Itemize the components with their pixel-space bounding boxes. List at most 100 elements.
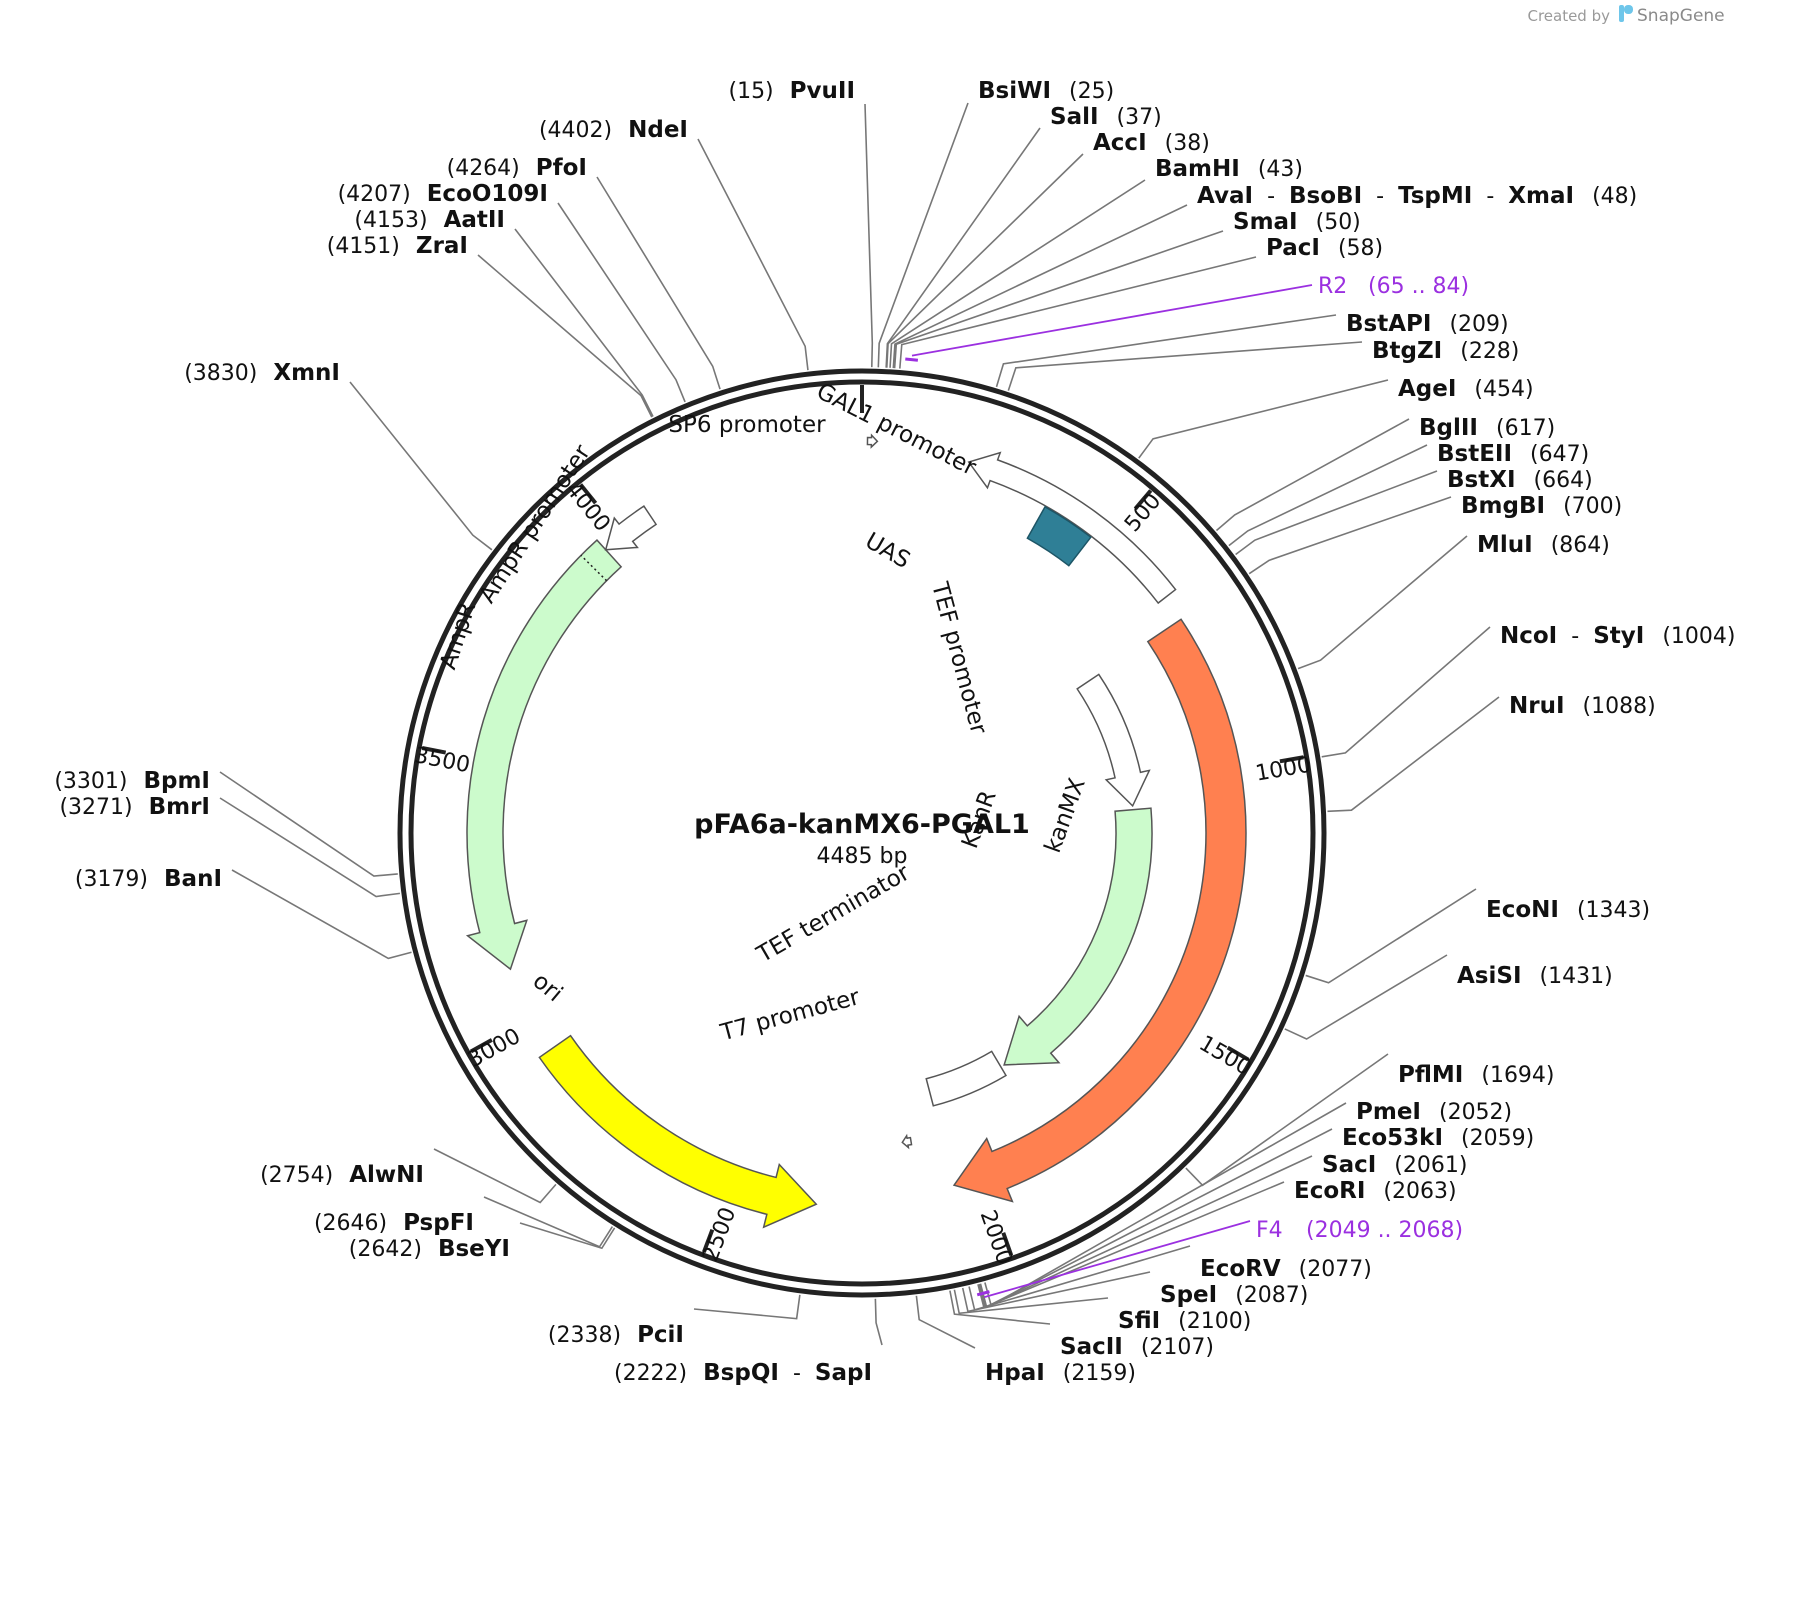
feature-uas: [1026, 505, 1092, 567]
feature-ampr: [465, 539, 623, 971]
site-leader-xmni: [349, 381, 493, 551]
site-position: (2338): [548, 1323, 621, 1348]
site-name-styi: StyI: [1593, 623, 1644, 649]
site-avai-bsobi-tspmi-xmai: AvaI-BsoBI-TspMI-XmaI(48): [1197, 183, 1637, 209]
site-leader-ndei: [697, 138, 809, 371]
site-leader-bani: [231, 869, 412, 960]
site-leader-avai-bsobi-tspmi-xmai: [892, 204, 1188, 369]
site-ecorv: EcoRV(2077): [1200, 1256, 1372, 1282]
site-spei: SpeI(2087): [1160, 1282, 1308, 1308]
site-name-bmri: BmrI: [149, 794, 210, 820]
site-leader-ncoi-styi: [1321, 626, 1491, 758]
site-name-hpai: HpaI: [985, 1360, 1045, 1386]
site-leader-pcii: [693, 1294, 801, 1320]
site-pvuii: (15) PvuII: [728, 78, 855, 104]
site-asisi: AsiSI(1431): [1457, 963, 1613, 989]
site-name-paci: PacI: [1266, 235, 1320, 261]
site-name-ncoi: NcoI: [1500, 623, 1557, 649]
site-name-saci: SacI: [1322, 1152, 1376, 1178]
site-leader-bglii: [1215, 418, 1410, 532]
site-position: (4151): [327, 234, 400, 259]
site-position: (4402): [539, 118, 612, 143]
site-name-bsteii: BstEII: [1437, 441, 1512, 467]
site-leader-bamhi: [889, 179, 1146, 368]
site-bmri: (3271)BmrI: [59, 794, 210, 820]
primer-range-f4: (2049 .. 2068): [1306, 1218, 1463, 1243]
site-leader-bmgbi: [1248, 496, 1452, 575]
site-name-sapi: SapI: [815, 1360, 872, 1386]
site-nrui: NruI(1088): [1509, 693, 1656, 719]
feature-tef-terminator: [925, 1050, 1008, 1107]
site-leader-nrui: [1327, 696, 1500, 813]
site-ecori: EcoRI(2063): [1294, 1178, 1457, 1204]
site-econi: EcoNI (1343): [1486, 897, 1650, 923]
site-position: (2646): [314, 1211, 387, 1236]
site-position: (2059): [1461, 1126, 1534, 1151]
site-pmei: PmeI(2052): [1356, 1099, 1512, 1125]
snapgene-credit: Created by SnapGene: [1527, 5, 1725, 26]
site-leader-zrai: [477, 254, 653, 418]
tick-label: 1500: [1195, 1031, 1256, 1081]
site-pflmi: PflMI (1694): [1398, 1062, 1555, 1088]
site-name-bstapi: BstAPI: [1346, 311, 1431, 337]
primer-arc-r2: [905, 357, 919, 362]
feature-label-sp6-promoter: SP6 promoter: [668, 412, 826, 438]
site-position: (1343): [1577, 898, 1650, 923]
site-position: (1088): [1583, 694, 1656, 719]
plasmid-backbone: [397, 368, 1327, 1298]
site-name-spei: SpeI: [1160, 1282, 1217, 1308]
site-position: (15): [728, 79, 773, 104]
site-leader-lines: [219, 102, 1500, 1349]
site-leader-bsiwi: [877, 102, 969, 368]
site-paci: PacI(58): [1266, 235, 1383, 261]
site-name-aatii: AatII: [444, 207, 505, 233]
primer-arc-f4: [976, 1290, 990, 1297]
site-position: (3830): [184, 361, 257, 386]
site-position: (2159): [1063, 1361, 1136, 1386]
site-name-tspmi: TspMI: [1398, 183, 1472, 209]
feature-label-uas: UAS: [861, 528, 915, 574]
credit-prefix: Created by: [1527, 7, 1610, 25]
backbone-outer-strand: [397, 368, 1327, 1298]
site-acci: AccI(38): [1093, 130, 1210, 156]
site-position: (2063): [1383, 1179, 1456, 1204]
site-leader-asisi: [1284, 954, 1448, 1040]
feature-tef-promoter: [1076, 673, 1151, 808]
site-eco53ki: Eco53kI(2059): [1342, 1125, 1534, 1151]
site-name-pmei: PmeI: [1356, 1099, 1421, 1125]
site-bstxi: BstXI(664): [1447, 467, 1593, 493]
site-name-pvuii: PvuII: [790, 78, 855, 104]
site-ecoo109i: (4207)EcoO109I: [338, 181, 548, 207]
feature-label-tef-promoter: TEF promoter: [926, 579, 992, 738]
site-agei: AgeI(454): [1398, 376, 1534, 402]
site-ndei: (4402)NdeI: [539, 117, 688, 143]
site-name-econi: EcoNI: [1486, 897, 1559, 923]
site-leader-smai: [893, 230, 1224, 369]
tick-mark: [578, 483, 598, 505]
feature-kanmx: [952, 618, 1247, 1203]
site-pfoi: (4264)PfoI: [447, 155, 587, 181]
site-name-bmgbi: BmgBI: [1461, 493, 1545, 519]
site-aatii: (4153) AatII: [354, 207, 505, 233]
site-name-alwni: AlwNI: [349, 1162, 424, 1188]
site-position: (2061): [1394, 1153, 1467, 1178]
site-leader-spei: [961, 1271, 1151, 1313]
site-name-bglii: BglII: [1419, 415, 1478, 441]
site-leader-aatii: [514, 228, 654, 417]
site-name-pflmi: PflMI: [1398, 1062, 1463, 1088]
site-name-ecorv: EcoRV: [1200, 1256, 1281, 1282]
site-position: (25): [1069, 79, 1114, 104]
site-leader-bmri: [219, 797, 401, 898]
site-leader-pfoi: [596, 176, 721, 390]
site-name-asisi: AsiSI: [1457, 963, 1522, 989]
feature-arrows: [465, 433, 1247, 1229]
site-sacii: SacII(2107): [1060, 1334, 1214, 1360]
site-position: (1694): [1481, 1063, 1554, 1088]
site-position: (647): [1530, 442, 1589, 467]
site-name-bani: BanI: [164, 866, 222, 892]
site-bsteii: BstEII (647): [1437, 441, 1589, 467]
feature-kanr: [1003, 807, 1153, 1066]
site-bani: (3179)BanI: [75, 866, 222, 892]
site-position: (4153): [354, 208, 427, 233]
site-leader-alwni: [433, 1148, 557, 1204]
